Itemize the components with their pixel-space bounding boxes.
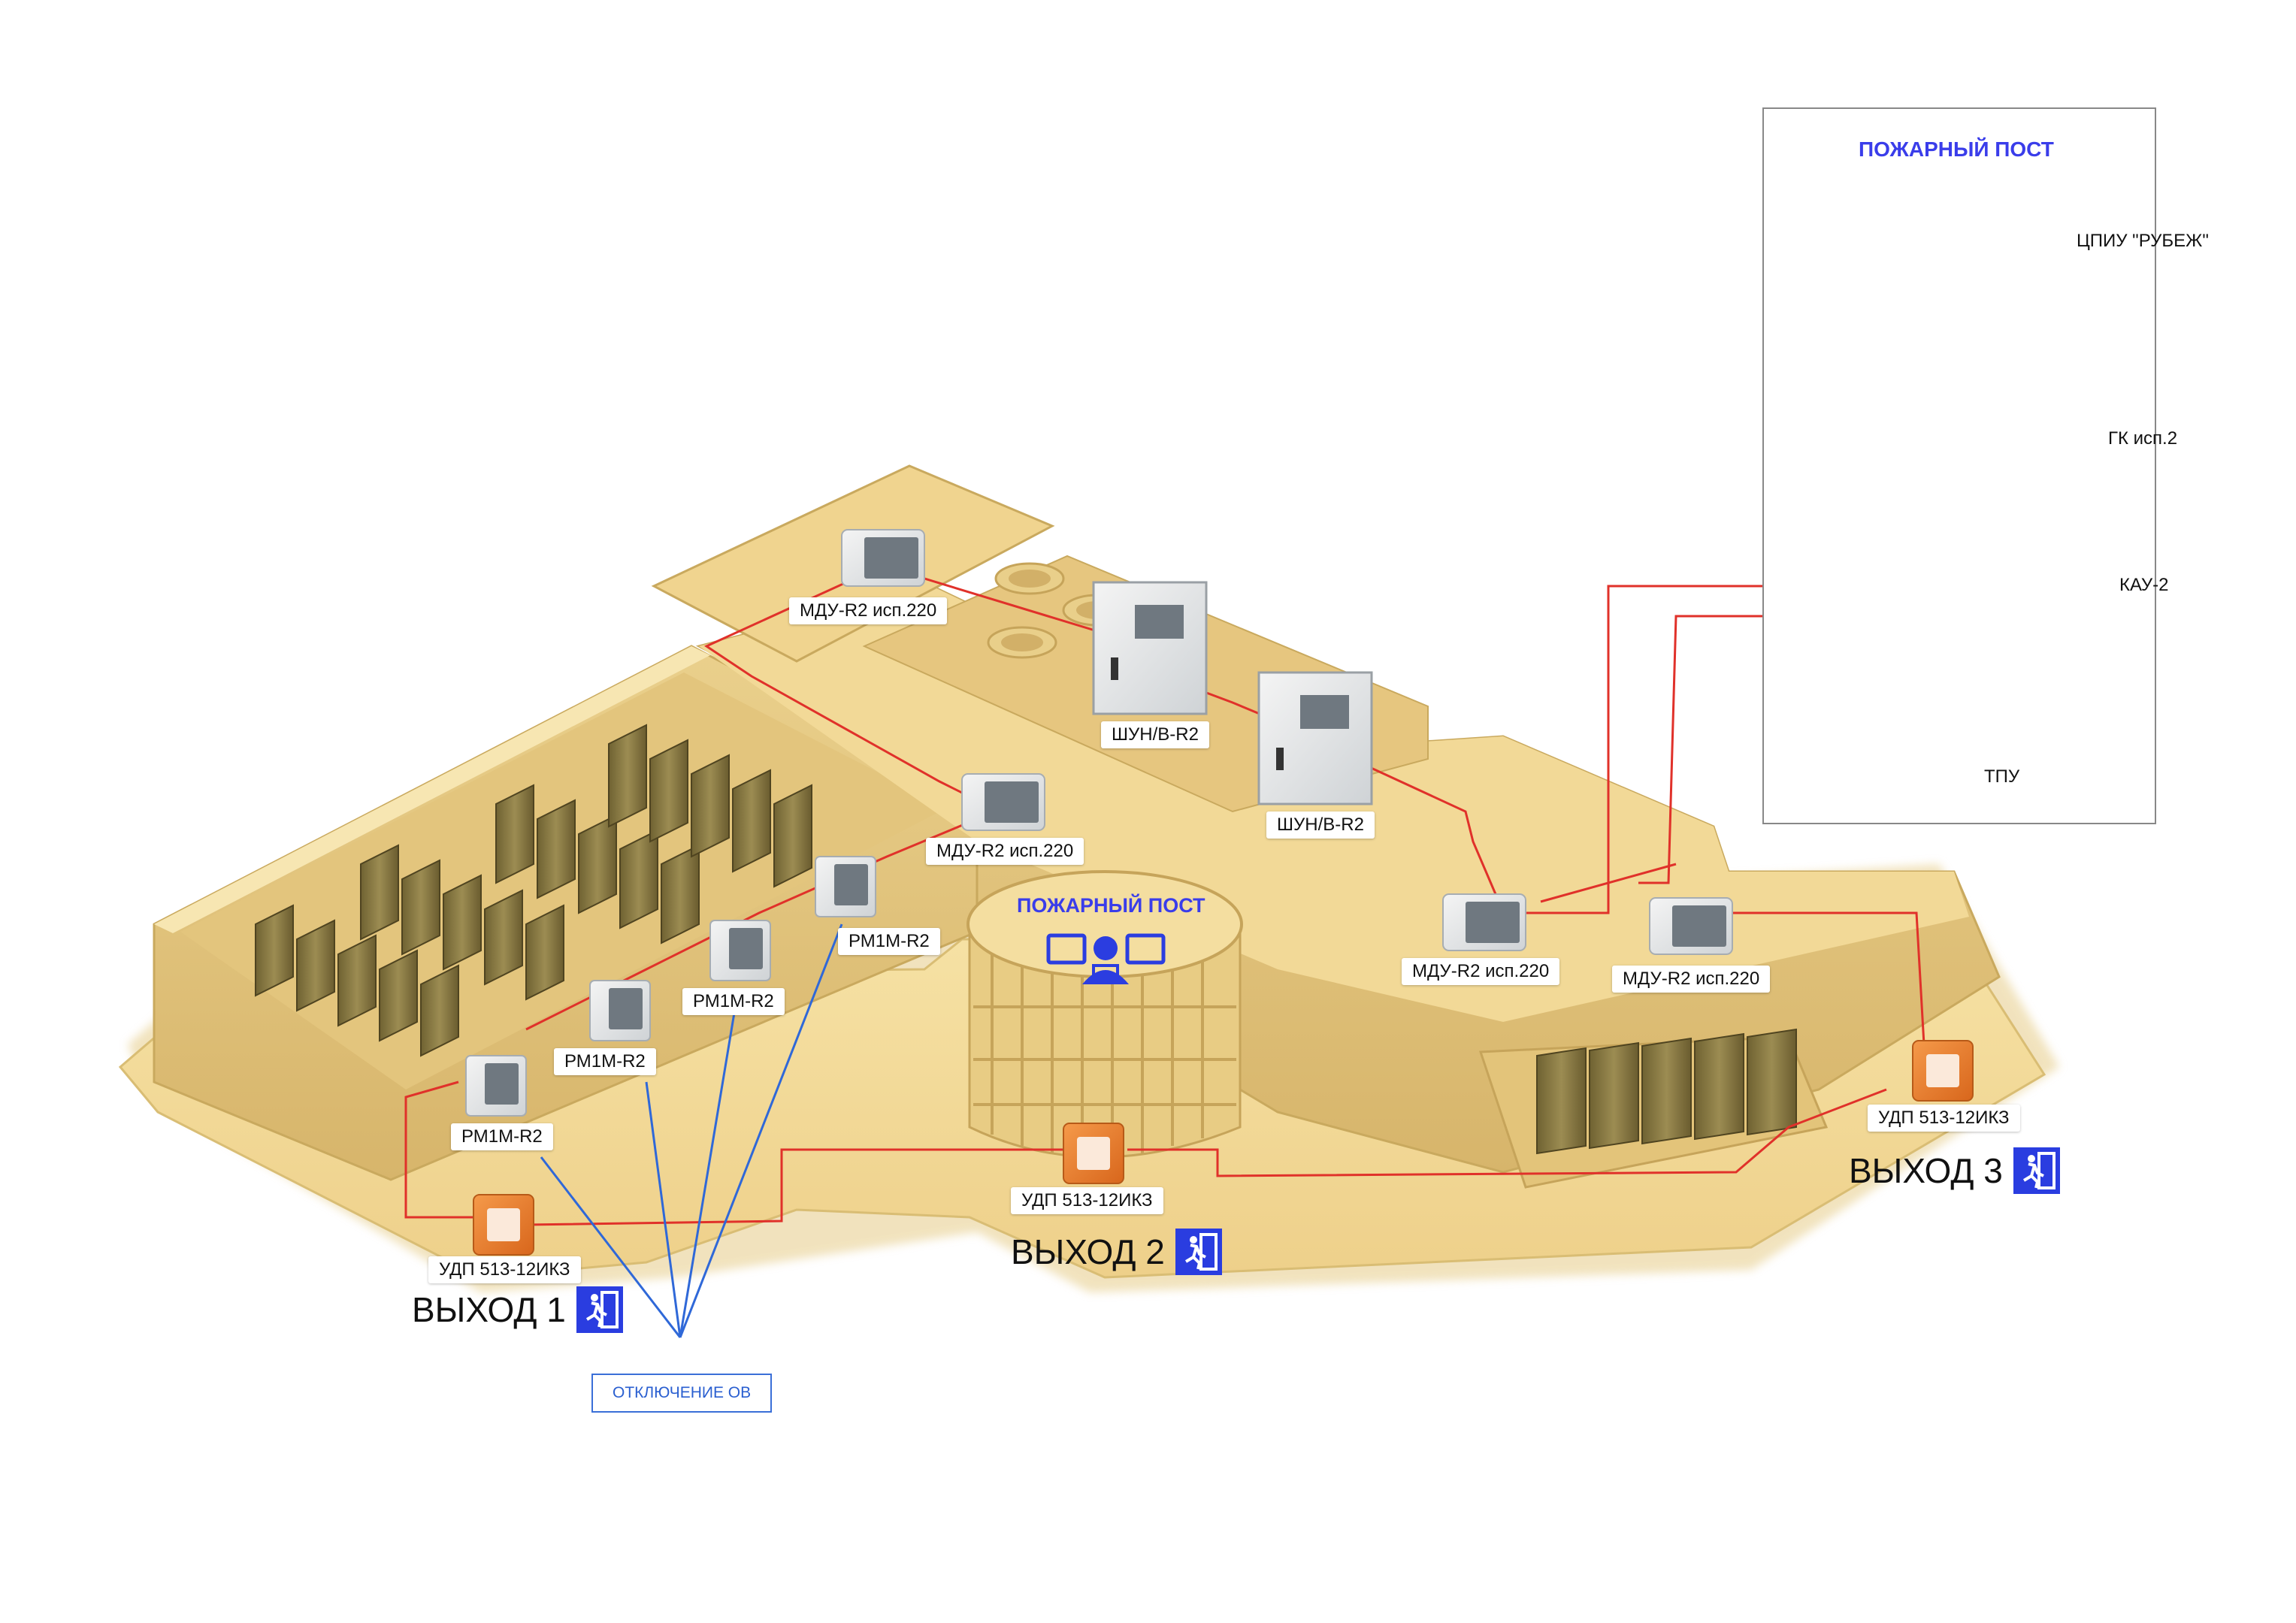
udp-1-device	[473, 1194, 534, 1256]
rm-4-device	[815, 856, 876, 917]
server-racks-right	[1536, 1028, 1797, 1155]
rm-2-label: РМ1М-R2	[554, 1048, 656, 1075]
mdu-top-label: МДУ-R2 исп.220	[789, 597, 948, 624]
ov-shutdown-box: ОТКЛЮЧЕНИЕ ОВ	[591, 1374, 773, 1413]
mdu-right-2-device	[1649, 897, 1733, 955]
rm-3-device	[709, 920, 771, 981]
shun-2-cabinet	[1257, 671, 1373, 805]
left-wing-top	[154, 646, 710, 933]
mdu-right-1-label: МДУ-R2 исп.220	[1402, 958, 1560, 985]
fire-post-panel-title: ПОЖАРНЫЙ ПОСТ	[1859, 138, 2054, 161]
gk-label: ГК исп.2	[2108, 428, 2178, 449]
blue-ov-lines	[540, 923, 843, 1338]
udp-1-label: УДП 513-12ИКЗ	[428, 1256, 581, 1283]
rotunda	[966, 870, 1243, 1159]
red-loop-lines	[404, 566, 1925, 1226]
kau-label: КАУ-2	[2119, 575, 2169, 595]
rm-4-label: РМ1М-R2	[838, 928, 940, 955]
exit-1-label: ВЫХОД 1	[412, 1290, 566, 1329]
fire-post-panel	[1762, 107, 2156, 824]
emergency-exit-icon	[576, 1286, 623, 1333]
server-racks-left-3	[495, 784, 700, 944]
rm-2-device	[589, 980, 651, 1041]
udp-3-label: УДП 513-12ИКЗ	[1868, 1105, 2020, 1132]
exit-2: ВЫХОД 2	[1011, 1229, 1222, 1275]
shun-1-label: ШУН/В-R2	[1101, 721, 1209, 748]
udp-2-label: УДП 513-12ИКЗ	[1011, 1187, 1163, 1214]
exit-2-label: ВЫХОД 2	[1011, 1232, 1165, 1271]
emergency-exit-icon	[1175, 1229, 1222, 1275]
emergency-exit-icon	[2013, 1147, 2060, 1194]
cpiu-label: ЦПИУ "РУБЕЖ"	[2077, 231, 2209, 251]
mdu-top-device	[841, 529, 925, 587]
udp-2-device	[1063, 1123, 1124, 1184]
exit-3: ВЫХОД 3	[1849, 1147, 2060, 1194]
operator-icon	[1046, 933, 1166, 984]
tpu-label: ТПУ	[1984, 766, 2020, 787]
mdu-right-2-label: МДУ-R2 исп.220	[1612, 966, 1771, 993]
server-racks-left-1	[255, 904, 459, 1057]
rm-3-label: РМ1М-R2	[682, 988, 785, 1015]
server-racks-left-4	[608, 724, 812, 888]
server-racks-left-2	[360, 844, 564, 1001]
exit-3-label: ВЫХОД 3	[1849, 1151, 2003, 1190]
exit-1: ВЫХОД 1	[412, 1286, 623, 1333]
rotunda-post-title: ПОЖАРНЫЙ ПОСТ	[1017, 894, 1205, 917]
udp-3-device	[1912, 1040, 1974, 1102]
shun-1-cabinet	[1092, 581, 1208, 715]
mdu-mid-label: МДУ-R2 исп.220	[926, 838, 1084, 865]
rm-1-device	[465, 1055, 527, 1117]
mdu-mid-device	[961, 773, 1045, 831]
shun-2-label: ШУН/В-R2	[1266, 812, 1375, 839]
rm-1-label: РМ1М-R2	[451, 1123, 553, 1150]
mdu-right-1-device	[1442, 893, 1526, 951]
